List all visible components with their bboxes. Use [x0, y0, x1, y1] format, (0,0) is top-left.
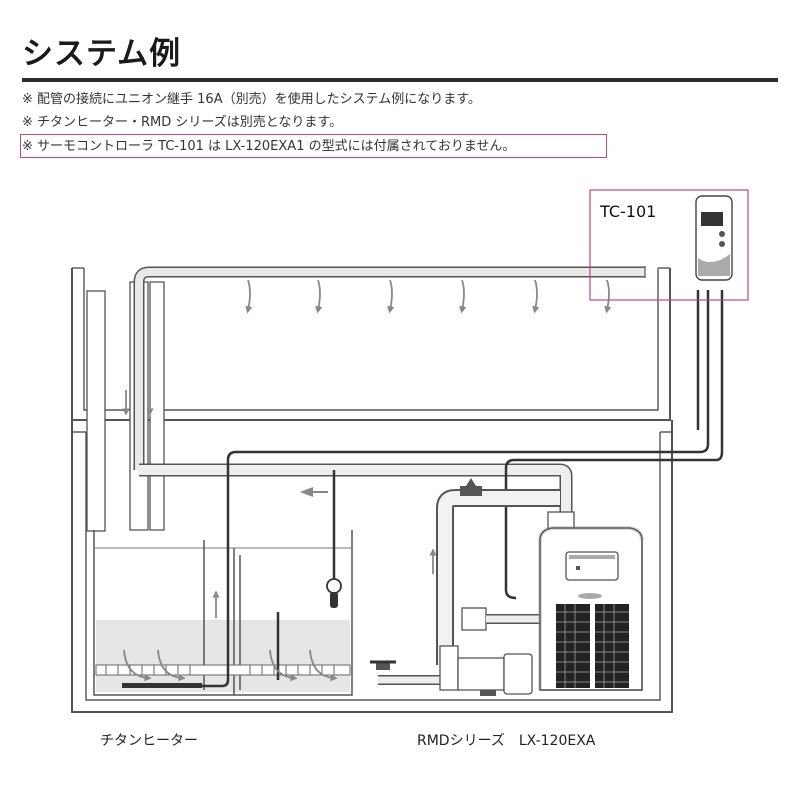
titanium-heater [122, 290, 710, 688]
controller-label: TC-101 [600, 202, 657, 221]
cooler-caption: RMDシリーズ LX-120EXA [417, 733, 596, 749]
note-controller: ※ サーモコントローラ TC-101 は LX-120EXA1 の型式には付属さ… [22, 139, 516, 154]
note-highlight-box [20, 134, 607, 158]
page-title: システム例 [22, 36, 182, 72]
pump-piping [370, 478, 575, 685]
temperature-sensor [326, 470, 342, 608]
note-piping: ※ 配管の接続にユニオン継手 16A（別売）を使用したシステム例になります。 [22, 92, 481, 107]
title-underline [22, 78, 778, 82]
thermo-controller [589, 189, 749, 301]
sump-flow-arrows [123, 548, 437, 682]
cooler-unit [538, 526, 644, 691]
sump-cabinet [71, 420, 673, 713]
heater-caption: チタンヒーター [100, 733, 198, 749]
spray-arrows [122, 279, 612, 416]
sump-filter [93, 530, 353, 696]
circulation-pump [439, 645, 533, 696]
return-line-pipe [139, 463, 573, 520]
cooler-power-cord [504, 290, 724, 600]
note-sold-separately: ※ チタンヒーター・RMD シリーズは別売となります。 [22, 115, 343, 130]
return-spray-bar [133, 266, 646, 470]
main-tank [71, 267, 671, 421]
